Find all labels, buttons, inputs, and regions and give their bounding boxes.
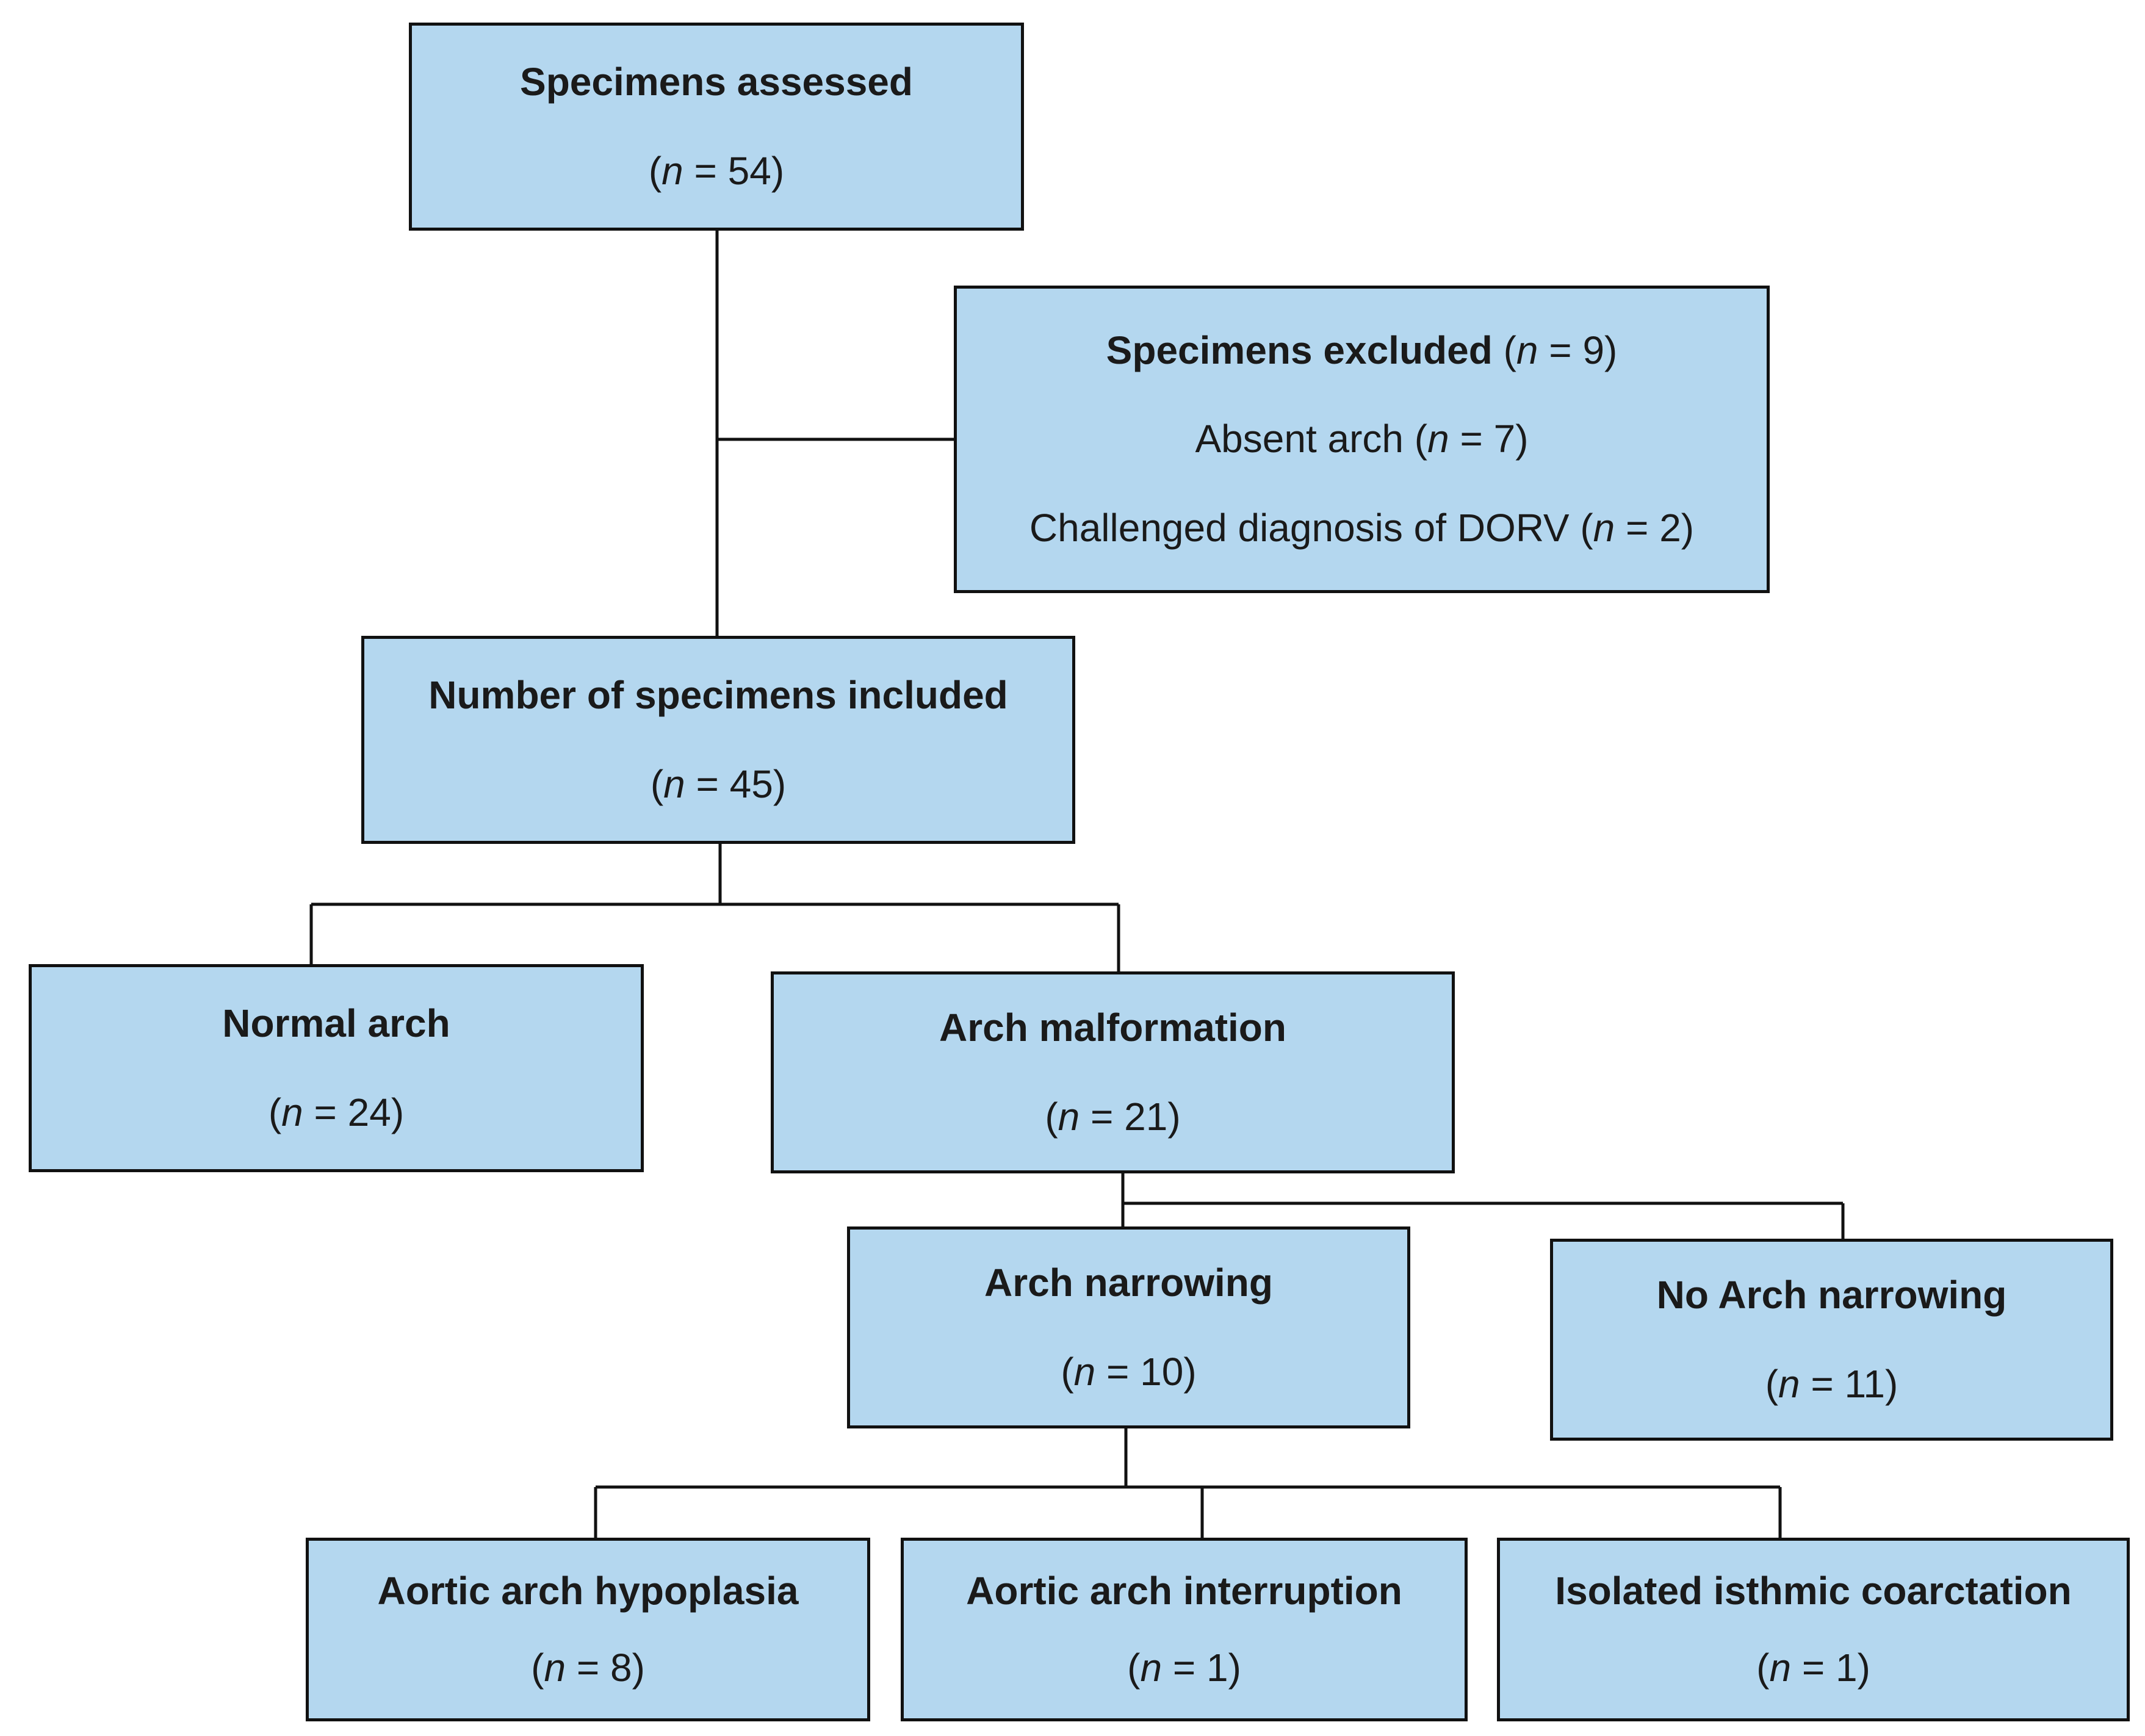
node-aortic-arch-hypoplasia: Aortic arch hypoplasia (n = 8)	[306, 1538, 870, 1721]
node-count: (n = 11)	[1765, 1361, 1898, 1406]
node-specimens-excluded: Specimens excluded (n = 9) Absent arch (…	[954, 286, 1770, 593]
node-count: (n = 24)	[268, 1090, 405, 1134]
node-title: Number of specimens included	[428, 672, 1008, 717]
node-count: (n = 8)	[531, 1645, 645, 1690]
node-count: (n = 10)	[1061, 1349, 1197, 1394]
excluded-reason-absent-arch: Absent arch (n = 7)	[1195, 417, 1529, 461]
node-specimens-assessed: Specimens assessed (n = 54)	[409, 23, 1024, 231]
node-arch-malformation: Arch malformation (n = 21)	[771, 971, 1455, 1173]
node-count: (n = 1)	[1127, 1645, 1241, 1690]
node-title: Normal arch	[222, 1001, 450, 1045]
node-no-arch-narrowing: No Arch narrowing (n = 11)	[1550, 1239, 2113, 1441]
node-title: Specimens assessed	[520, 59, 913, 104]
node-isolated-isthmic-coarctation: Isolated isthmic coarctation (n = 1)	[1497, 1538, 2130, 1721]
node-title: Arch narrowing	[984, 1260, 1273, 1305]
node-title: Aortic arch hypoplasia	[377, 1568, 799, 1613]
node-arch-narrowing: Arch narrowing (n = 10)	[847, 1226, 1410, 1428]
node-title: Aortic arch interruption	[966, 1568, 1402, 1613]
node-title: Isolated isthmic coarctation	[1555, 1568, 2072, 1613]
node-count: (n = 1)	[1756, 1645, 1870, 1690]
node-count: (n = 21)	[1045, 1094, 1181, 1139]
node-count: (n = 54)	[648, 148, 785, 193]
excluded-reason-dorv: Challenged diagnosis of DORV (n = 2)	[1029, 505, 1695, 550]
excluded-header: Specimens excluded (n = 9)	[1106, 328, 1618, 372]
node-normal-arch: Normal arch (n = 24)	[29, 964, 644, 1172]
node-title: No Arch narrowing	[1656, 1272, 2007, 1317]
node-title: Arch malformation	[939, 1005, 1286, 1050]
node-aortic-arch-interruption: Aortic arch interruption (n = 1)	[901, 1538, 1468, 1721]
node-count: (n = 45)	[650, 762, 787, 806]
node-specimens-included: Number of specimens included (n = 45)	[361, 636, 1075, 844]
